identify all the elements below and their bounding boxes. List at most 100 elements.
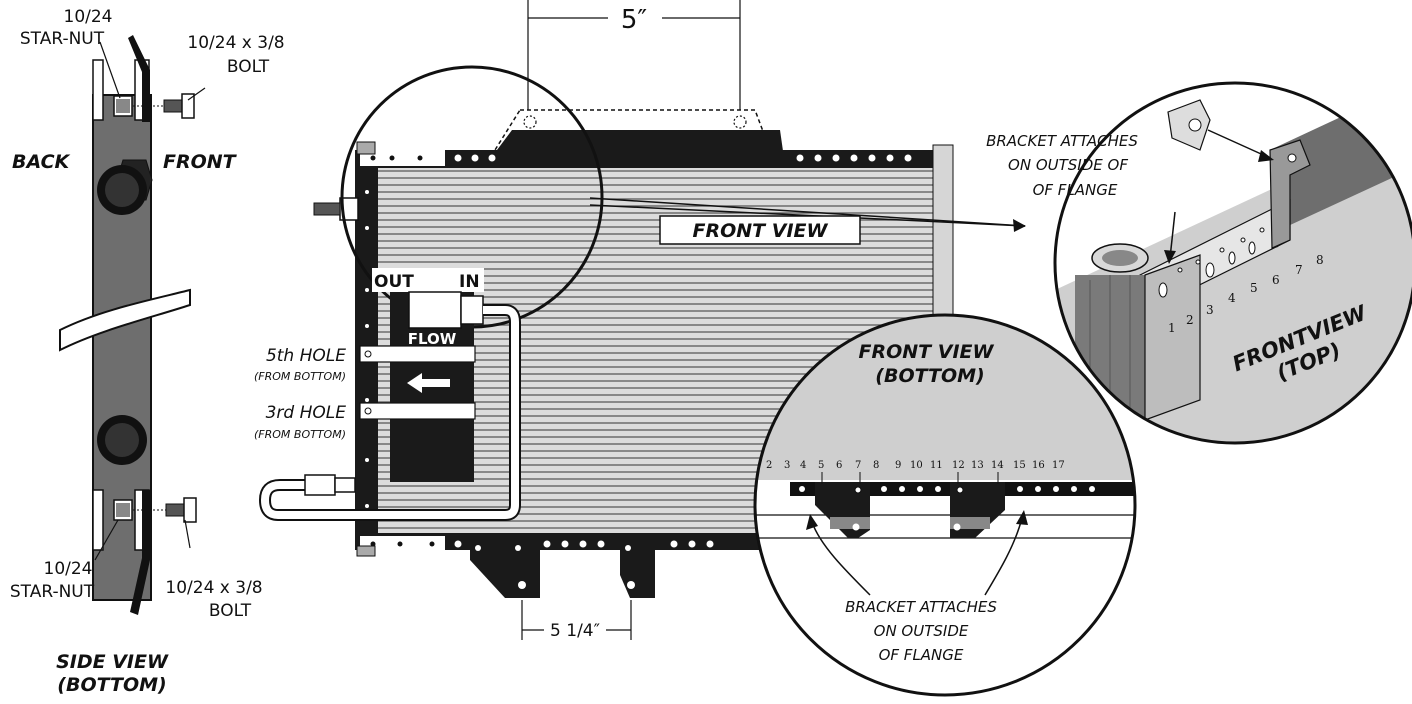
leader-bolt-top — [187, 87, 206, 101]
back-label: BACK — [12, 151, 71, 173]
side-view-title-1: SIDE VIEW — [56, 651, 169, 673]
break-line — [59, 288, 191, 352]
top-hole-num-5: 5 — [1250, 281, 1258, 295]
bottom-hole-num-4: 4 — [800, 460, 806, 471]
bottom-hole-num-14: 14 — [991, 460, 1004, 471]
bottom-bracket-left-hole-c — [518, 581, 526, 589]
bottom-detail-bracket-left-plate — [830, 517, 870, 529]
leader-nut-bottom — [94, 519, 119, 561]
top-detail-nut-hole — [1188, 118, 1202, 132]
top-hole-3 — [1205, 262, 1215, 278]
top-detail-pipe-bore — [1102, 250, 1138, 266]
flow-label: FLOW — [408, 330, 457, 348]
bottom-left-stub — [356, 545, 376, 557]
hole3-label-2: (FROM BOTTOM) — [254, 428, 346, 441]
bottom-rail-left — [360, 536, 445, 550]
top-bolt-label-1: 10/24 x 3/8 — [187, 33, 284, 53]
top-bracket-hole-right — [733, 115, 747, 129]
top-rail-left — [360, 150, 445, 166]
bottom-hole-num-11: 11 — [930, 460, 943, 471]
top-detail: BRACKET ATTACHES ON OUTSIDE OF OF FLANGE… — [986, 81, 1412, 445]
hole5-label-1: 5th HOLE — [266, 346, 346, 366]
top-detail-nut-arrowhead — [1258, 150, 1274, 162]
top-detail-bracket-panel — [1144, 254, 1201, 421]
pipe-fitting-nut — [334, 477, 356, 493]
bottom-detail-bracket-right-hole — [953, 523, 961, 531]
top-detail-nut-arrow — [1207, 129, 1271, 159]
back-bracket-top — [92, 59, 104, 121]
bottom-rail-holes — [370, 540, 714, 548]
leader-nut-top — [99, 41, 121, 99]
hole5-strap — [359, 345, 476, 363]
fitting-in — [408, 291, 462, 329]
bottom-dimension: 5 1/4″ — [550, 621, 600, 641]
fitting-nut-in — [460, 295, 484, 325]
bottom-nut-label-1: 10/24 — [44, 559, 93, 579]
top-hole-num-7: 7 — [1295, 263, 1303, 277]
bottom-detail-bracket-left-top-hole — [854, 486, 862, 494]
front-view-label-box — [659, 215, 861, 245]
top-nut-label-1: 10/24 — [64, 7, 113, 27]
hole5-dot — [364, 350, 372, 358]
top-detail-text-arrowhead — [1164, 250, 1176, 264]
bottom-note-1: BRACKET ATTACHES — [845, 598, 997, 616]
out-in-box — [372, 268, 484, 292]
bottom-bracket-left-hole-b — [515, 545, 521, 551]
bottom-detail-bracket-right-top-hole — [956, 486, 964, 494]
top-hole-num-6: 6 — [1272, 273, 1280, 287]
top-note-1: BRACKET ATTACHES — [986, 132, 1138, 150]
top-detail-clip-hole — [1287, 153, 1297, 163]
fitting-upper-inner — [105, 173, 139, 207]
bottom-hole-num-6: 6 — [836, 460, 842, 471]
top-nut-label-2: STAR-NUT — [20, 29, 105, 49]
front-view-label: FRONT VIEW — [693, 220, 829, 242]
bottom-detail-ticks — [821, 472, 999, 484]
top-detail-clip — [1269, 139, 1311, 249]
bottom-bolt-label-1: 10/24 x 3/8 — [165, 578, 262, 598]
star-nut-top-fill — [116, 99, 130, 113]
hole3-strap — [359, 402, 476, 420]
bolt-head-top — [181, 93, 195, 119]
bottom-bolt-label-2: BOLT — [209, 601, 252, 621]
top-detail-text-arrow — [1169, 211, 1176, 259]
top-hole-num-8: 8 — [1316, 253, 1324, 267]
bottom-hole-num-2: 2 — [766, 460, 772, 471]
bottom-bracket-right — [620, 536, 655, 598]
bottom-note-3: OF FLANGE — [879, 646, 964, 664]
hole3-dot — [364, 407, 372, 415]
bottom-hole-num-7: 7 — [855, 460, 861, 471]
top-rail-holes — [370, 154, 912, 162]
flow-arrow — [407, 373, 450, 393]
bolt-thread-top — [163, 99, 183, 113]
hole3-label-1: 3rd HOLE — [266, 403, 347, 423]
top-detail-outline — [1053, 81, 1412, 445]
top-note-3: OF FLANGE — [1033, 181, 1118, 199]
bottom-hole-num-13: 13 — [971, 460, 984, 471]
top-hole-num-1: 1 — [1168, 321, 1176, 335]
top-hole-5 — [1248, 241, 1256, 255]
side-view-title-2: (BOTTOM) — [57, 674, 166, 696]
top-note-2: ON OUTSIDE OF — [1008, 156, 1128, 174]
bottom-hole-num-12: 12 — [952, 460, 965, 471]
top-hole-num-4: 4 — [1228, 291, 1236, 305]
in-label: IN — [459, 272, 480, 292]
bottom-hole-num-3: 3 — [784, 460, 790, 471]
top-hole-num-3: 3 — [1206, 303, 1214, 317]
bottom-bracket-right-hole-b — [627, 581, 635, 589]
front-flange-top — [128, 35, 150, 122]
bottom-bracket-left-hole-a — [475, 545, 481, 551]
side-rail-dots — [365, 190, 369, 508]
bottom-detail-arrow-right — [984, 517, 1023, 596]
top-bolt-label-2: BOLT — [227, 57, 270, 77]
bolt-thread-bottom — [165, 503, 185, 517]
bottom-detail-rail-white — [755, 482, 790, 496]
star-nut-bottom-fill — [116, 503, 130, 517]
top-hole-num-2: 2 — [1186, 313, 1194, 327]
bottom-bracket-right-hole-a — [625, 545, 631, 551]
top-bracket-hole-left — [523, 115, 537, 129]
bottom-note-2: ON OUTSIDE — [874, 622, 969, 640]
bottom-detail-bracket-left-hole — [852, 523, 860, 531]
detail-leader-top-2 — [589, 197, 1026, 227]
